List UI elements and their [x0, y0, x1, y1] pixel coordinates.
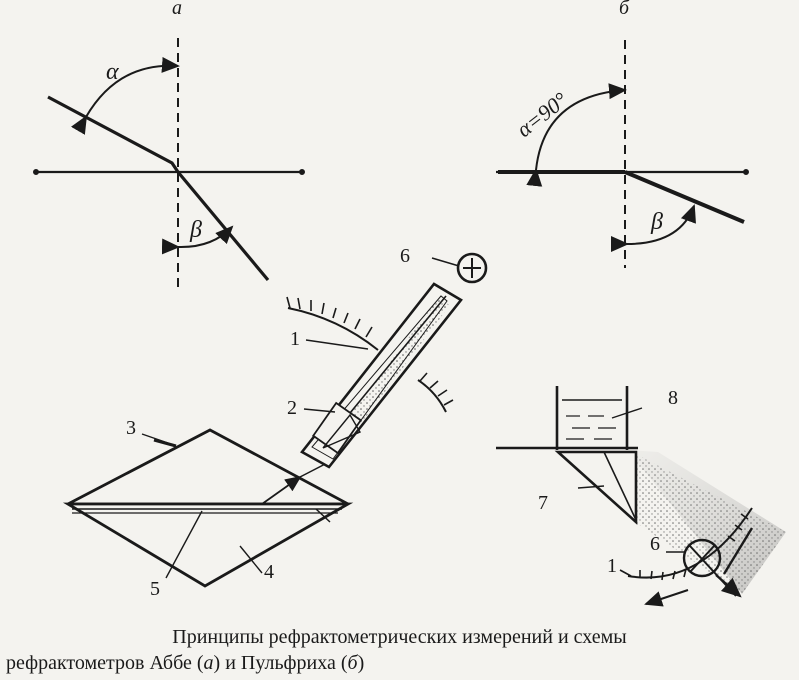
abbe-ray [261, 475, 302, 505]
panel-a-beta-arc [161, 225, 234, 255]
panel-a: а α β [33, 0, 305, 290]
part-number-3: 3 [126, 417, 136, 439]
panel-a-alpha-label: α [106, 59, 119, 85]
part-numbers: 1 2 3 4 5 6 7 8 6 1 [126, 245, 678, 600]
pulfrich-vessel [555, 386, 643, 450]
caption-text: рефрактометров Аббе ( [6, 652, 204, 674]
caption-text: ) [357, 652, 365, 674]
panel-a-label: а [172, 0, 182, 19]
panel-b-refracted-ray [624, 170, 745, 224]
caption-ref-a: а [203, 652, 214, 674]
part-number-7: 7 [538, 492, 548, 514]
part-number-6-abbe: 6 [400, 245, 410, 267]
abbe-scale-upper [287, 307, 379, 351]
panel-a-incident-ray [47, 95, 180, 173]
figure-caption-line-2: рефрактометров Аббе (а) и Пульфриха (б) [6, 652, 799, 675]
part-number-1-pulfrich: 1 [607, 555, 617, 577]
part-number-6-pulfrich: 6 [650, 533, 660, 555]
panel-b-alpha-arc [526, 83, 627, 187]
part-number-5: 5 [150, 578, 160, 600]
abbe-compensator [311, 401, 363, 455]
panel-b: б α=90° β [496, 0, 749, 268]
figure-caption-line-1: Принципы рефрактометрических измерений и… [172, 626, 627, 648]
caption-text: ) и Пульфриха ( [213, 652, 348, 674]
panel-a-beta-label: β [189, 217, 202, 243]
panel-b-label: б [619, 0, 630, 19]
abbe-upper-prism [67, 428, 349, 506]
pulfrich-telescope [682, 538, 722, 578]
part-number-4: 4 [264, 561, 274, 583]
abbe-refractometer [62, 252, 488, 588]
part-number-1-abbe: 1 [290, 328, 300, 350]
pulfrich-scale [627, 507, 753, 579]
panel-b-beta-arc [610, 204, 696, 253]
pulfrich-refractometer [496, 386, 786, 607]
pulfrich-rotation-arrow [644, 589, 689, 607]
panel-b-alpha-label: α=90° [512, 87, 573, 142]
panel-b-beta-label: β [650, 209, 663, 235]
part-number-2: 2 [287, 397, 297, 419]
abbe-lower-prism [62, 502, 354, 588]
caption-ref-b: б [347, 652, 358, 674]
abbe-scale-lower [417, 379, 447, 413]
panel-a-alpha-arc [71, 56, 180, 135]
part-number-8: 8 [668, 387, 678, 409]
